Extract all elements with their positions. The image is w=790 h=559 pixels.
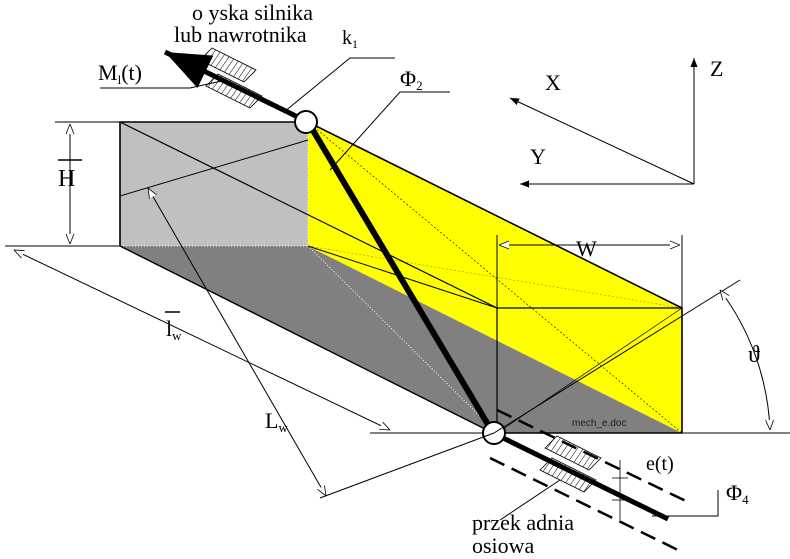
label-angle: ϑ: [748, 342, 760, 368]
label-axis-y: Y: [530, 144, 546, 169]
label-top-line1: o yska silnika: [192, 0, 313, 25]
eccentric-dimension: [612, 460, 628, 520]
label-phi4: Φ4: [726, 480, 749, 507]
block-side-light: [120, 122, 308, 246]
bearing-bottom: [539, 435, 602, 493]
width-dimension: [496, 235, 683, 308]
leader-bottom: [499, 479, 561, 521]
angle-dimension: [493, 279, 770, 434]
joint-top: [294, 110, 318, 134]
height-dimension: [55, 121, 120, 244]
leader-top: [283, 57, 395, 113]
label-phi2: Φ2: [400, 66, 423, 93]
leader-moment: [100, 79, 227, 89]
Lw-dimension: [119, 139, 495, 499]
leader-phi2: [329, 91, 450, 171]
label-file-mark: mech_e.doc: [572, 418, 626, 429]
bearing-top: [199, 47, 263, 109]
coordinate-axes: [509, 58, 698, 188]
eccentric-line-2: [489, 456, 681, 553]
label-eccentric: e(t): [646, 453, 674, 475]
label-length-lw: lw: [166, 316, 182, 343]
label-axis-z: Z: [710, 56, 723, 81]
label-width: W: [576, 236, 597, 261]
label-axis-x: X: [545, 70, 561, 95]
label-height: H: [58, 166, 75, 192]
label-bottom-line1: przek adnia: [472, 510, 574, 535]
label-bottom-line2: osiowa: [472, 533, 535, 558]
label-k1: k1: [342, 27, 358, 51]
main-shaft: [305, 120, 496, 435]
label-length-Lw: Lw: [265, 408, 288, 435]
label-top-line2: lub nawrotnika: [174, 22, 307, 47]
leader-phi4: [652, 490, 719, 517]
label-moment: Ml(t): [98, 60, 142, 87]
